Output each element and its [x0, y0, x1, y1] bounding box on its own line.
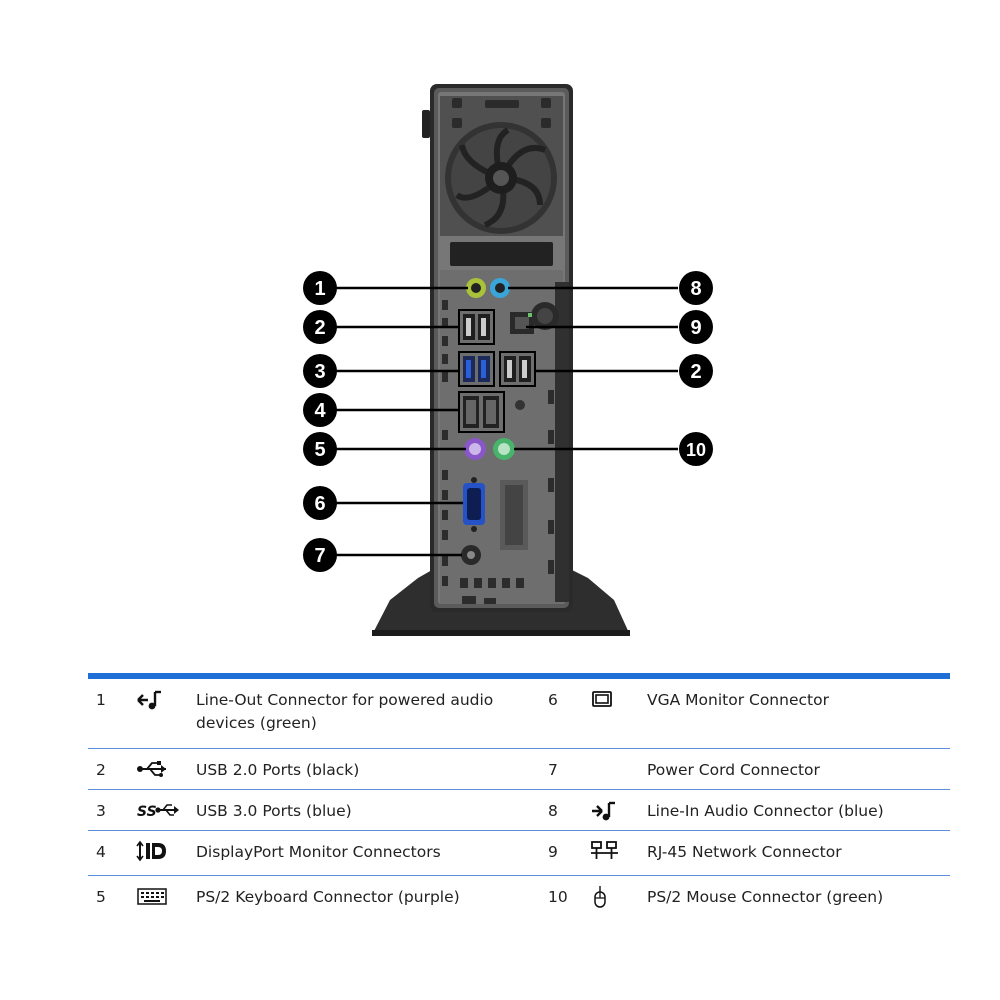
item-number: 8	[548, 802, 558, 820]
vga-port	[463, 477, 485, 532]
vga-icon	[590, 688, 626, 710]
callout-9: 9	[679, 310, 713, 344]
callout-2-right: 2	[679, 354, 713, 388]
displayport-icon	[136, 840, 176, 862]
callout-1: 1	[303, 271, 337, 305]
ps2-mouse-port	[493, 438, 515, 460]
callout-7: 7	[303, 538, 337, 572]
item-number: 4	[96, 843, 106, 861]
callout-3: 3	[303, 354, 337, 388]
item-description: USB 3.0 Ports (blue)	[196, 802, 352, 820]
callout-10: 10	[679, 432, 713, 466]
item-number: 5	[96, 888, 106, 906]
item-number: 10	[548, 888, 568, 906]
fan-icon	[440, 96, 563, 236]
svg-text:8: 8	[690, 278, 701, 300]
table-row: 3 SS USB 3.0 Ports (blue) 8 Line-In Audi…	[88, 790, 950, 831]
computer-rear-panel-figure: 1 2 3 4 5 6 7 8 9 2 10	[303, 84, 713, 636]
table-row: 1 Line-Out Connector for powered audio d…	[88, 679, 950, 749]
item-description: PS/2 Mouse Connector (green)	[647, 888, 884, 906]
keyboard-icon	[136, 885, 176, 907]
item-number: 6	[548, 691, 558, 709]
power-connector	[461, 545, 481, 565]
svg-text:3: 3	[314, 361, 325, 383]
connector-legend-table: 1 Line-Out Connector for powered audio d…	[88, 673, 950, 920]
usb2-ports-right	[499, 351, 536, 387]
line-in-jack	[490, 278, 510, 298]
side-rail	[555, 282, 569, 602]
callout-6: 6	[303, 486, 337, 520]
table-row: 5 PS/2 Keyboard Connector (purple) 10 PS…	[88, 876, 950, 920]
item-number: 9	[548, 843, 558, 861]
usb2-ports-left	[458, 309, 495, 345]
line-out-jack	[466, 278, 486, 298]
usb-superspeed-icon: SS	[136, 799, 179, 821]
item-description: Line-Out Connector for powered audio dev…	[196, 691, 494, 732]
svg-text:1: 1	[314, 278, 325, 300]
item-description: DisplayPort Monitor Connectors	[196, 843, 441, 861]
usb3-ports	[458, 351, 495, 387]
svg-text:2: 2	[690, 361, 701, 383]
item-description: RJ-45 Network Connector	[647, 843, 842, 861]
network-icon	[590, 840, 626, 862]
svg-text:2: 2	[314, 317, 325, 339]
svg-text:6: 6	[314, 493, 325, 515]
mouse-icon	[590, 885, 626, 909]
usb-icon	[136, 758, 176, 780]
svg-text:7: 7	[314, 545, 325, 567]
table-row: 2 USB 2.0 Ports (black) 7 Power Cord Con…	[88, 749, 950, 790]
rj45-port	[510, 312, 534, 334]
item-description: Power Cord Connector	[647, 761, 820, 779]
svg-text:9: 9	[690, 317, 701, 339]
svg-text:4: 4	[314, 400, 326, 422]
svg-text:5: 5	[314, 439, 325, 461]
line-out-audio-icon	[136, 688, 176, 712]
expansion-slot-cover	[450, 242, 553, 266]
svg-text:SS: SS	[137, 804, 157, 820]
callout-lines	[336, 286, 678, 557]
callout-2-left: 2	[303, 310, 337, 344]
svg-text:10: 10	[686, 440, 706, 460]
ps2-keyboard-port	[464, 438, 486, 460]
callout-5: 5	[303, 432, 337, 466]
item-description: VGA Monitor Connector	[647, 691, 829, 709]
table-row: 4 DisplayPort Monitor Connectors 9 RJ-45…	[88, 831, 950, 876]
item-number: 3	[96, 802, 106, 820]
line-in-audio-icon	[590, 799, 626, 823]
callout-4: 4	[303, 393, 337, 427]
item-number: 1	[96, 691, 106, 709]
item-number: 2	[96, 761, 106, 779]
item-description: Line-In Audio Connector (blue)	[647, 802, 884, 820]
callout-8: 8	[679, 271, 713, 305]
item-description: USB 2.0 Ports (black)	[196, 761, 360, 779]
item-description: PS/2 Keyboard Connector (purple)	[196, 888, 460, 906]
vent-slots	[442, 300, 554, 604]
item-number: 7	[548, 761, 558, 779]
displayport-ports	[458, 391, 505, 433]
